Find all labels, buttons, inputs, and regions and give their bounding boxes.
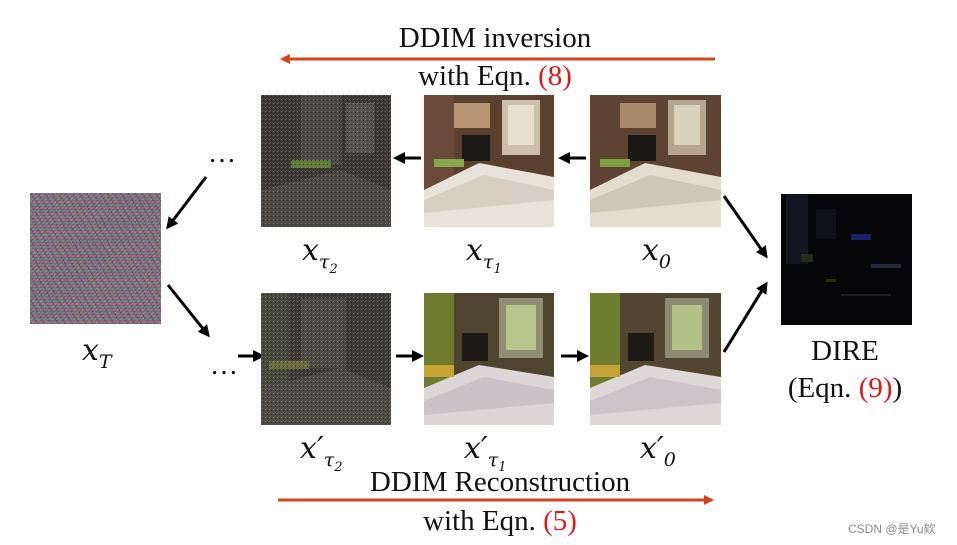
inversion-caption-line2: with Eqn. (8) bbox=[418, 60, 572, 92]
label-xptau2: x′τ2 bbox=[300, 431, 343, 475]
label-xtau1: xτ1 bbox=[466, 233, 502, 277]
arrow-dots-to-xT bbox=[166, 176, 208, 230]
reconstruction-caption-line1: DDIM Reconstruction bbox=[369, 466, 631, 498]
bedroom-image-xptau1 bbox=[424, 293, 554, 425]
eqn-ref-5: (5) bbox=[543, 505, 577, 537]
eqn-ref-8: (8) bbox=[538, 60, 572, 92]
label-xtau2: xτ2 bbox=[302, 233, 338, 277]
bedroom-image-xtau2 bbox=[261, 95, 391, 227]
arrow-xT-to-dots bbox=[166, 284, 210, 338]
dire-caption-line1: DIRE bbox=[811, 335, 879, 367]
ellipsis-top: … bbox=[208, 138, 236, 169]
dire-caption-line2: (Eqn. (9)) bbox=[787, 372, 903, 404]
label-xptau1: x′τ1 bbox=[464, 431, 507, 475]
inversion-caption-line1: DDIM inversion bbox=[398, 22, 592, 54]
eqn-ref-9: (9) bbox=[858, 372, 893, 404]
ellipsis-bottom: … bbox=[210, 350, 238, 381]
label-xp0: x′0 bbox=[640, 431, 676, 471]
bedroom-image-xtau1 bbox=[424, 95, 554, 227]
bedroom-image-x0 bbox=[590, 95, 721, 227]
arrow-xp0-to-dire bbox=[722, 281, 768, 353]
label-x0: x0 bbox=[642, 233, 672, 273]
bedroom-image-xp0 bbox=[590, 293, 721, 425]
label-xT: xT bbox=[82, 333, 112, 373]
dire-image bbox=[781, 194, 912, 325]
reconstruction-caption-line2: with Eqn. (5) bbox=[423, 505, 577, 537]
arrow-x0-to-dire bbox=[722, 195, 768, 259]
bedroom-image-xptau2 bbox=[261, 293, 391, 425]
noise-image-xT bbox=[30, 193, 161, 324]
csdn-watermark: CSDN @是Yu欸 bbox=[848, 522, 936, 536]
